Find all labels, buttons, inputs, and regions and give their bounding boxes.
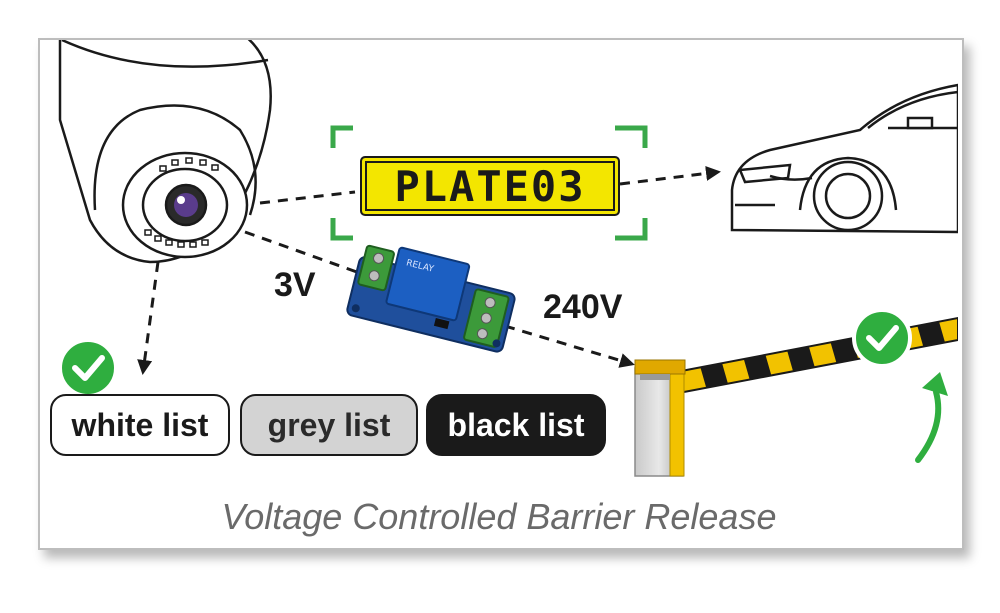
voltage-high-label: 240V <box>543 288 623 326</box>
check-icon <box>852 308 912 368</box>
car-icon <box>730 83 958 234</box>
curved-arrow-icon <box>915 372 948 463</box>
voltage-low-label: 3V <box>274 266 316 304</box>
diagram-caption: Voltage Controlled Barrier Release <box>221 496 777 537</box>
white-list-button[interactable]: white list <box>50 394 230 456</box>
relay-module-icon: RELAY <box>346 244 516 353</box>
dome-camera-icon <box>58 40 272 264</box>
grey-list-button[interactable]: grey list <box>240 394 418 456</box>
check-icon <box>58 338 118 398</box>
license-plate: PLATE03 <box>360 156 620 216</box>
black-list-button[interactable]: black list <box>426 394 606 456</box>
recognition-frame <box>330 125 648 241</box>
